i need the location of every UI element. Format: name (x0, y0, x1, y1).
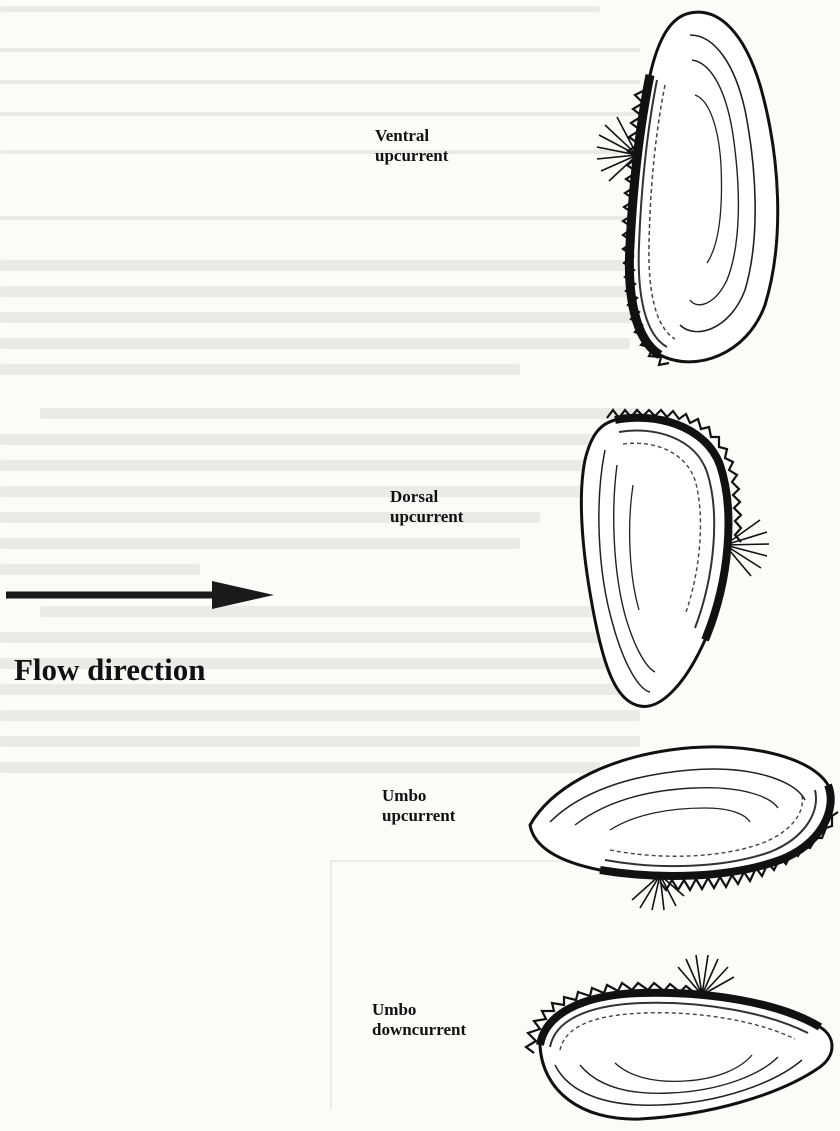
label-line: upcurrent (390, 507, 463, 527)
label-line: upcurrent (382, 806, 455, 826)
label-line: upcurrent (375, 146, 448, 166)
flow-direction-label: Flow direction (14, 652, 205, 688)
right-arrow-icon (0, 575, 290, 615)
label-line: Ventral (375, 126, 448, 146)
label-line: downcurrent (372, 1020, 466, 1040)
mussel-umbo-upcurrent (520, 730, 838, 910)
label-umbo-downcurrent: Umbo downcurrent (372, 1000, 466, 1040)
mussel-dorsal-upcurrent (555, 410, 770, 720)
label-dorsal-upcurrent: Dorsal upcurrent (390, 487, 463, 527)
mussel-ventral-upcurrent (595, 5, 790, 375)
label-line: Umbo (372, 1000, 466, 1020)
label-line: Umbo (382, 786, 455, 806)
label-umbo-upcurrent: Umbo upcurrent (382, 786, 455, 826)
label-line: Dorsal (390, 487, 463, 507)
label-ventral-upcurrent: Ventral upcurrent (375, 126, 448, 166)
mussel-umbo-downcurrent (520, 955, 838, 1131)
